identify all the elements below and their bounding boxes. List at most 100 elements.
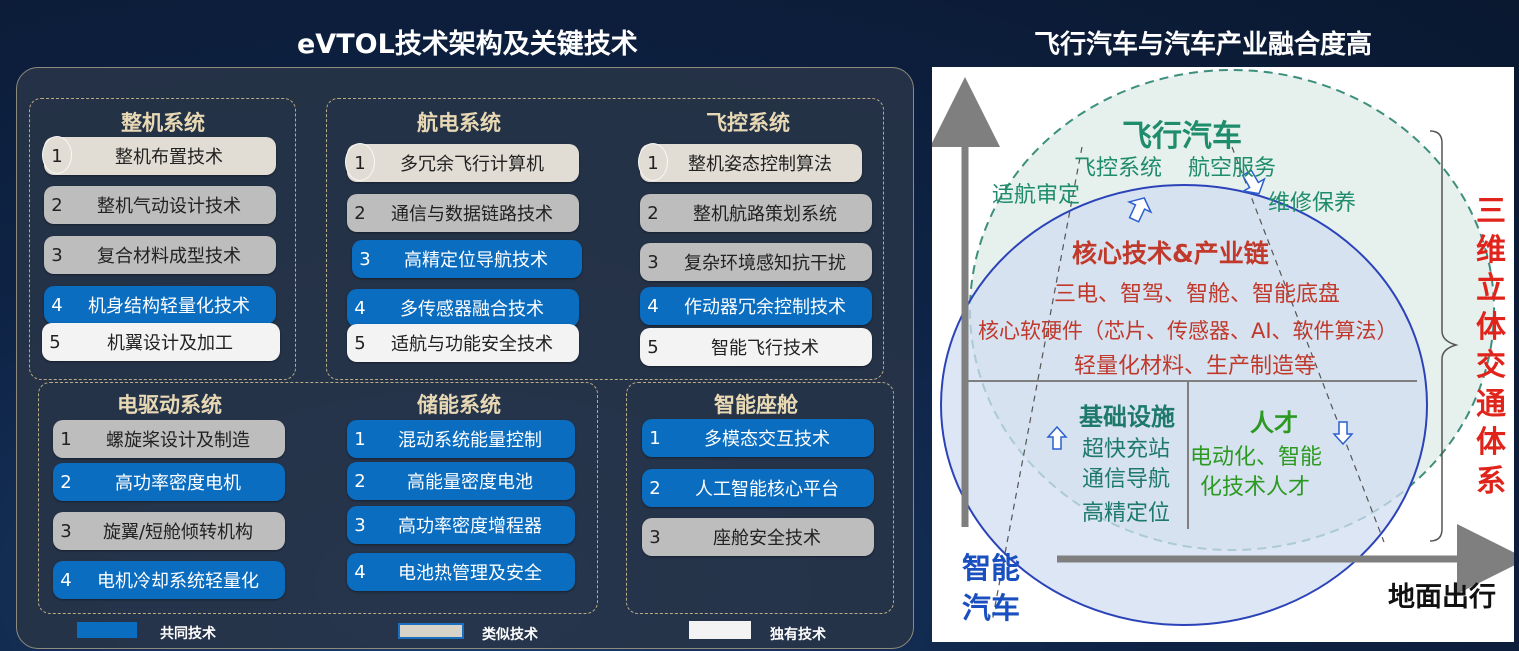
group-frame-drive-storage [38, 382, 598, 614]
group-title-electric-drive: 电驱动系统 [117, 393, 222, 417]
item-number: 1 [649, 427, 661, 449]
item-number: 1 [51, 145, 63, 167]
label-talent-title: 人才 [1250, 409, 1298, 437]
item-label: 电机冷却系统轻量化 [97, 571, 259, 592]
brace-bracket [1429, 130, 1459, 542]
dashed-guide-left [991, 146, 1083, 623]
item-number: 2 [354, 202, 366, 224]
airframe-item-5: 5 机翼设计及加工 [42, 323, 280, 361]
energy-storage-item-4: 4 电池热管理及安全 [347, 553, 575, 591]
label-talent-2: 化技术人才 [1200, 475, 1311, 500]
label-air-service: 航空服务 [1188, 156, 1277, 181]
item-label: 机身结构轻量化技术 [88, 296, 250, 317]
group-title-smart-cabin: 智能座舱 [714, 393, 798, 417]
label-core-title: 核心技术&产业链 [1072, 239, 1269, 268]
label-maintenance: 维修保养 [1268, 191, 1357, 216]
group-title-energy-storage: 储能系统 [417, 393, 501, 417]
label-flight-control: 飞控系统 [1074, 156, 1163, 181]
pill-number-circle [638, 143, 668, 181]
arrow-up-icon [1126, 197, 1153, 223]
group-title-avionics: 航电系统 [417, 111, 501, 135]
electric-drive-item-1: 1 螺旋桨设计及制造 [53, 420, 285, 458]
avionics-item-4: 4 多传感器融合技术 [347, 289, 579, 327]
label-core-line1: 三电、智驾、智舱、智能底盘 [1054, 282, 1341, 307]
group-frame-smart-cabin [626, 382, 894, 614]
item-label: 机翼设计及加工 [107, 333, 233, 354]
label-infra-3: 高精定位 [1082, 501, 1171, 526]
item-number: 1 [354, 152, 366, 174]
item-label: 多传感器融合技术 [400, 299, 544, 320]
avionics-item-2: 2 通信与数据链路技术 [347, 194, 579, 232]
group-title-airframe: 整机系统 [121, 111, 205, 135]
item-number: 2 [647, 202, 659, 224]
label-smart-car-1: 智能 [962, 551, 1021, 585]
legend-label-similar: 类似技术 [482, 627, 538, 643]
item-number: 1 [354, 428, 366, 450]
item-number: 4 [647, 295, 659, 317]
item-label: 整机航路策划系统 [693, 204, 837, 225]
item-number: 1 [60, 428, 72, 450]
label-flying-car: 飞行汽车 [1122, 119, 1242, 154]
item-number: 4 [354, 297, 366, 319]
item-number: 2 [649, 477, 661, 499]
flight-control-item-2: 2 整机航路策划系统 [640, 194, 872, 232]
item-number: 4 [354, 561, 366, 583]
dashed-guide-right [1231, 146, 1385, 543]
label-infra-2: 通信导航 [1082, 467, 1171, 492]
label-ground-travel: 地面出行 [1388, 582, 1496, 613]
item-label: 螺旋桨设计及制造 [106, 430, 250, 451]
item-label: 作动器冗余控制技术 [684, 297, 846, 318]
item-label: 适航与功能安全技术 [391, 334, 553, 355]
electric-drive-item-3: 3 旋翼/短舱倾转机构 [53, 512, 285, 550]
group-frame-avionics-flight-control [326, 98, 884, 380]
item-label: 多冗余飞行计算机 [400, 154, 544, 175]
item-number: 3 [60, 520, 72, 542]
item-label: 电池热管理及安全 [398, 563, 542, 584]
airframe-item-1: 1 整机布置技术 [42, 136, 276, 175]
item-number: 3 [649, 526, 661, 548]
flight-control-item-4: 4 作动器冗余控制技术 [640, 287, 872, 325]
item-label: 高精定位导航技术 [404, 250, 548, 271]
group-title-flight-control: 飞控系统 [706, 111, 790, 135]
energy-storage-item-3: 3 高功率密度增程器 [347, 506, 575, 544]
pill-number-circle [42, 136, 72, 174]
item-label: 多模态交互技术 [704, 429, 830, 450]
item-label: 高功率密度增程器 [398, 516, 542, 537]
item-number: 3 [354, 514, 366, 536]
label-infra-1: 超快充站 [1082, 437, 1171, 462]
arrow-up-small-icon [1046, 425, 1068, 450]
item-label: 通信与数据链路技术 [391, 204, 553, 225]
item-label: 高能量密度电池 [407, 472, 533, 493]
item-label: 整机布置技术 [115, 147, 223, 168]
legend-swatch-similar [398, 623, 464, 639]
right-title: 飞行汽车与汽车产业融合度高 [1034, 30, 1373, 60]
label-core-line2: 核心软硬件（芯片、传感器、AI、软件算法） [978, 319, 1398, 343]
pill-number-circle [345, 143, 375, 181]
label-core-line3: 轻量化材料、生产制造等 [1074, 354, 1317, 379]
item-label: 旋翼/短舱倾转机构 [102, 522, 254, 543]
smart-cabin-item-1: 1 多模态交互技术 [642, 419, 874, 457]
item-number: 3 [359, 248, 371, 270]
item-label: 人工智能核心平台 [695, 479, 839, 500]
label-3d-transport-system: 三维立体交通体系 [1476, 194, 1506, 499]
arrow-down-icon [1241, 169, 1266, 195]
fusion-diagram-graphics [932, 69, 1514, 626]
item-number: 5 [49, 331, 61, 353]
item-label: 座舱安全技术 [713, 528, 821, 549]
item-number: 2 [51, 194, 63, 216]
item-label: 复杂环境感知抗干扰 [684, 253, 846, 274]
legend-label-common: 共同技术 [160, 626, 216, 642]
left-title: eVTOL技术架构及关键技术 [297, 29, 638, 60]
item-number: 3 [647, 251, 659, 273]
item-number: 5 [647, 336, 659, 358]
avionics-item-1: 1 多冗余飞行计算机 [345, 143, 579, 182]
